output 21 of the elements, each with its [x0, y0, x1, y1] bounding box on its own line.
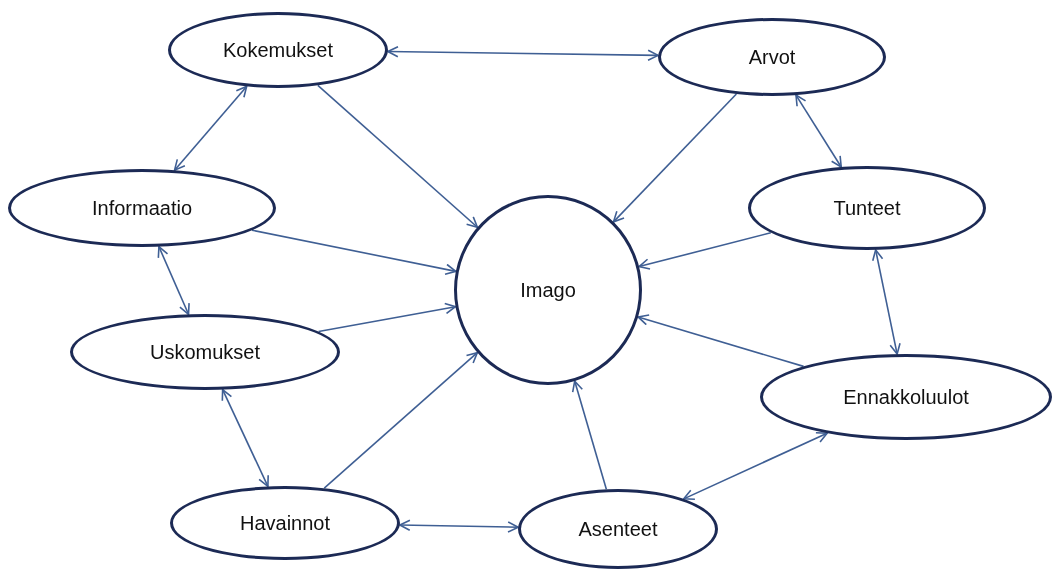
arrow: [682, 432, 828, 501]
arrow: [399, 519, 519, 533]
node-label: Imago: [520, 278, 576, 302]
arrow: [251, 229, 457, 276]
node-label: Ennakkoluulot: [843, 385, 969, 409]
arrow: [221, 388, 269, 488]
node-label: Tunteet: [833, 196, 901, 220]
arrow: [637, 314, 805, 368]
arrow: [871, 249, 901, 355]
arrow: [638, 231, 772, 270]
node-label: Havainnot: [239, 511, 331, 535]
node-label: Uskomukset: [150, 340, 260, 364]
node-label: Asenteet: [578, 517, 658, 541]
arrow: [571, 380, 608, 491]
node-label: Kokemukset: [222, 38, 334, 62]
node-label: Arvot: [748, 45, 796, 69]
arrow: [317, 302, 457, 333]
node-label: Informaatio: [91, 196, 193, 220]
arrow: [387, 45, 659, 62]
arrow: [795, 94, 842, 168]
arrow: [157, 245, 190, 316]
